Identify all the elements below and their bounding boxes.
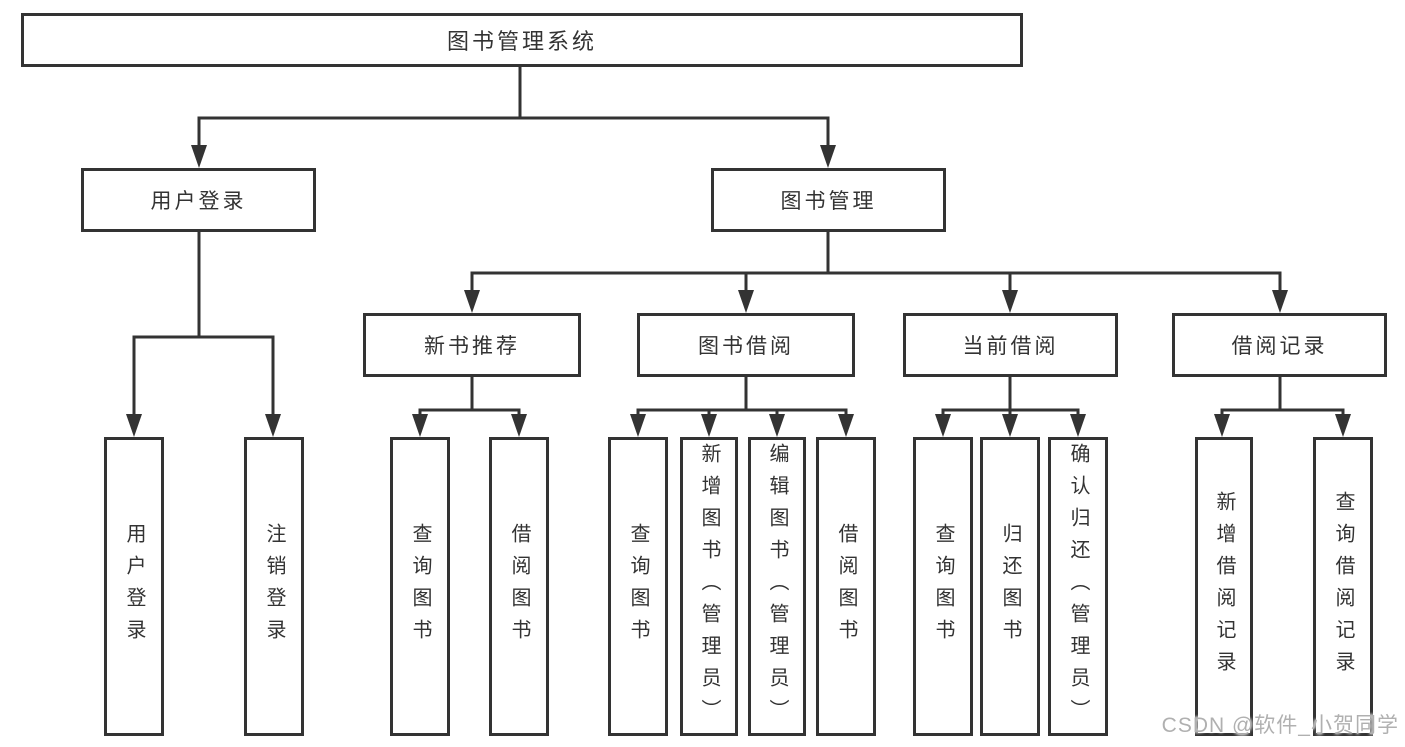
node-user-login-leaf: 用户登录 <box>104 437 164 736</box>
node-user-login: 用户登录 <box>81 168 316 232</box>
node-label: 注销登录 <box>263 522 285 651</box>
arrowhead <box>738 290 754 313</box>
arrowhead <box>1002 290 1018 313</box>
node-return-book: 归还图书 <box>980 437 1040 736</box>
arrowhead <box>701 414 717 437</box>
node-label: 归还图书 <box>999 522 1021 651</box>
arrowhead <box>1335 414 1351 437</box>
node-label: 查询图书 <box>627 522 649 651</box>
node-label: 借阅图书 <box>508 522 530 651</box>
node-label: 图书管理系统 <box>446 29 597 54</box>
node-library-system: 图书管理系统 <box>21 13 1023 67</box>
node-new-book-recommend: 新书推荐 <box>363 313 581 377</box>
arrowhead <box>1272 290 1288 313</box>
node-query-books: 查询图书 <box>608 437 668 736</box>
node-label: 用户登录 <box>123 522 145 651</box>
node-label: 新增图书（管理员） <box>698 442 720 731</box>
node-label: 图书管理 <box>780 190 877 213</box>
node-book-borrowing: 图书借阅 <box>637 313 855 377</box>
arrowhead <box>511 414 527 437</box>
node-label: 新增借阅记录 <box>1213 490 1235 683</box>
arrowhead <box>464 290 480 313</box>
arrowhead <box>126 414 142 437</box>
arrowhead <box>1002 414 1018 437</box>
node-label: 借阅图书 <box>835 522 857 651</box>
node-query-books: 查询图书 <box>913 437 973 736</box>
arrowhead <box>838 414 854 437</box>
node-add-borrow-record: 新增借阅记录 <box>1195 437 1253 736</box>
arrowhead <box>265 414 281 437</box>
arrowhead <box>412 414 428 437</box>
node-borrow-book: 借阅图书 <box>489 437 549 736</box>
node-label: 借阅记录 <box>1231 335 1328 358</box>
arrowhead <box>820 145 836 168</box>
node-edit-book-admin: 编辑图书（管理员） <box>748 437 806 736</box>
node-label: 图书借阅 <box>698 335 794 358</box>
node-add-book-admin: 新增图书（管理员） <box>680 437 738 736</box>
node-label: 确认归还（管理员） <box>1067 442 1089 731</box>
node-query-books: 查询图书 <box>390 437 450 736</box>
node-current-borrowing: 当前借阅 <box>903 313 1118 377</box>
node-book-management: 图书管理 <box>711 168 946 232</box>
node-label: 新书推荐 <box>424 335 520 358</box>
node-label: 当前借阅 <box>962 335 1059 358</box>
csdn-watermark: CSDN @软件_小贺同学 <box>1161 714 1399 737</box>
node-query-borrow-record: 查询借阅记录 <box>1313 437 1373 736</box>
node-label: 编辑图书（管理员） <box>766 442 788 731</box>
arrowhead <box>935 414 951 437</box>
node-label: 用户登录 <box>150 190 247 213</box>
node-label: 查询图书 <box>932 522 954 651</box>
node-confirm-return-admin: 确认归还（管理员） <box>1048 437 1108 736</box>
arrowhead <box>630 414 646 437</box>
arrowhead <box>1070 414 1086 437</box>
node-borrow-book: 借阅图书 <box>816 437 876 736</box>
arrowhead <box>769 414 785 437</box>
node-label: 查询借阅记录 <box>1332 490 1354 683</box>
node-borrowing-records: 借阅记录 <box>1172 313 1387 377</box>
arrowhead <box>1214 414 1230 437</box>
arrowhead <box>191 145 207 168</box>
node-logout: 注销登录 <box>244 437 304 736</box>
node-label: 查询图书 <box>409 522 431 651</box>
